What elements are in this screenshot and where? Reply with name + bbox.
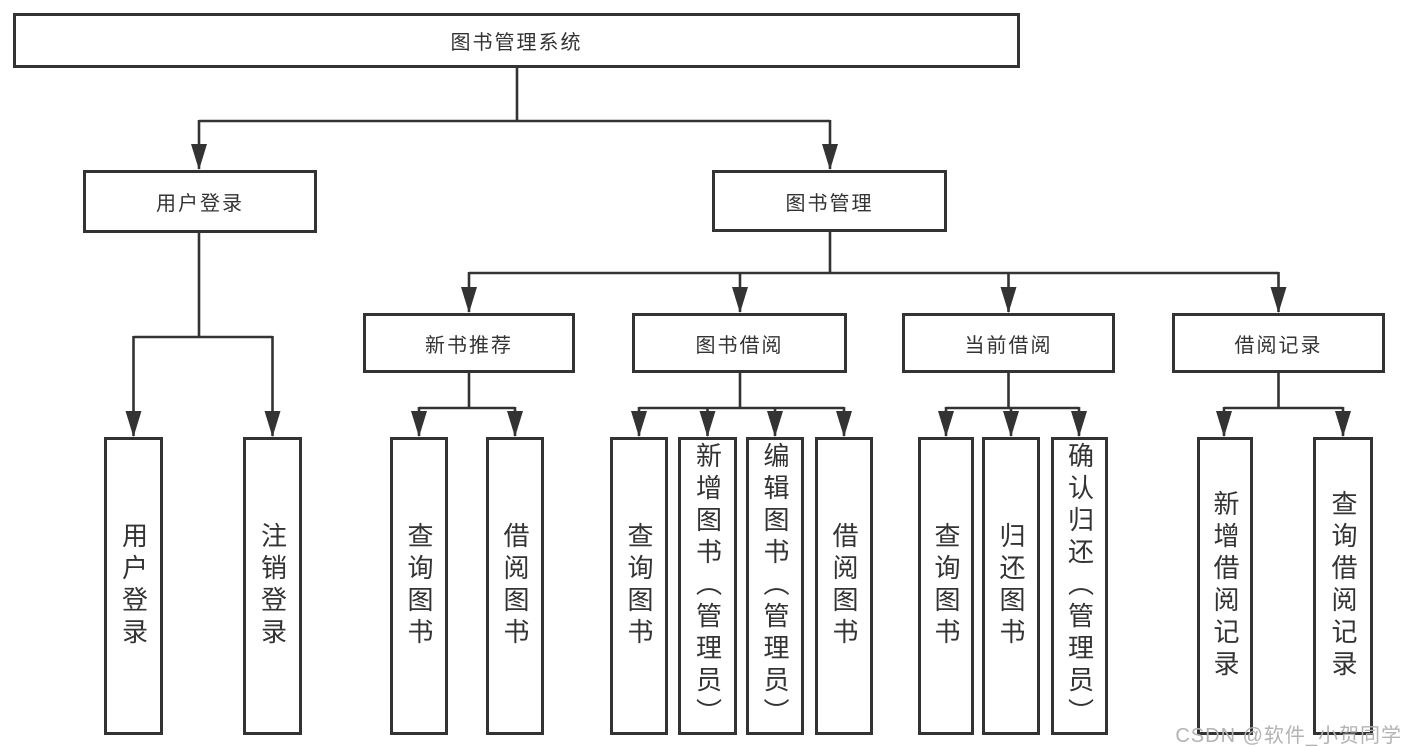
leaf-borrow-books-borrow: 借阅图书 <box>815 437 873 735</box>
node-current-borrow: 当前借阅 <box>902 313 1115 373</box>
connector-book-borrow <box>639 373 844 410</box>
leaf-add-book-admin: 新增图书（管理员） <box>678 437 737 735</box>
watermark: CSDN @软件_小贺同学 <box>1175 725 1402 747</box>
connector-root <box>199 68 830 123</box>
leaf-query-borrow-record: 查询借阅记录 <box>1313 437 1373 735</box>
connector-group <box>125 68 1351 437</box>
leaf-logout: 注销登录 <box>243 437 302 735</box>
node-root: 图书管理系统 <box>13 13 1020 68</box>
node-book-management: 图书管理 <box>712 170 947 232</box>
leaf-confirm-return-admin: 确认归还（管理员） <box>1051 437 1108 735</box>
connector-new-book <box>419 373 515 410</box>
connector-borrow-records <box>1224 373 1343 410</box>
leaf-borrow-books-recommend: 借阅图书 <box>486 437 544 735</box>
connector-current-borrow <box>946 373 1079 410</box>
node-book-borrow: 图书借阅 <box>632 313 847 373</box>
leaf-edit-book-admin: 编辑图书（管理员） <box>746 437 804 735</box>
connector-book-management <box>469 232 1279 275</box>
node-user-login: 用户登录 <box>83 170 317 233</box>
leaf-query-books-recommend: 查询图书 <box>390 437 448 735</box>
leaf-add-borrow-record: 新增借阅记录 <box>1197 437 1253 735</box>
leaf-user-login: 用户登录 <box>104 437 163 735</box>
connector-user-login <box>133 233 273 339</box>
node-new-book-recommend: 新书推荐 <box>363 313 575 373</box>
leaf-query-books-current: 查询图书 <box>918 437 974 735</box>
node-borrow-records: 借阅记录 <box>1172 313 1385 373</box>
leaf-query-books-borrow: 查询图书 <box>610 437 668 735</box>
leaf-return-book: 归还图书 <box>982 437 1040 735</box>
